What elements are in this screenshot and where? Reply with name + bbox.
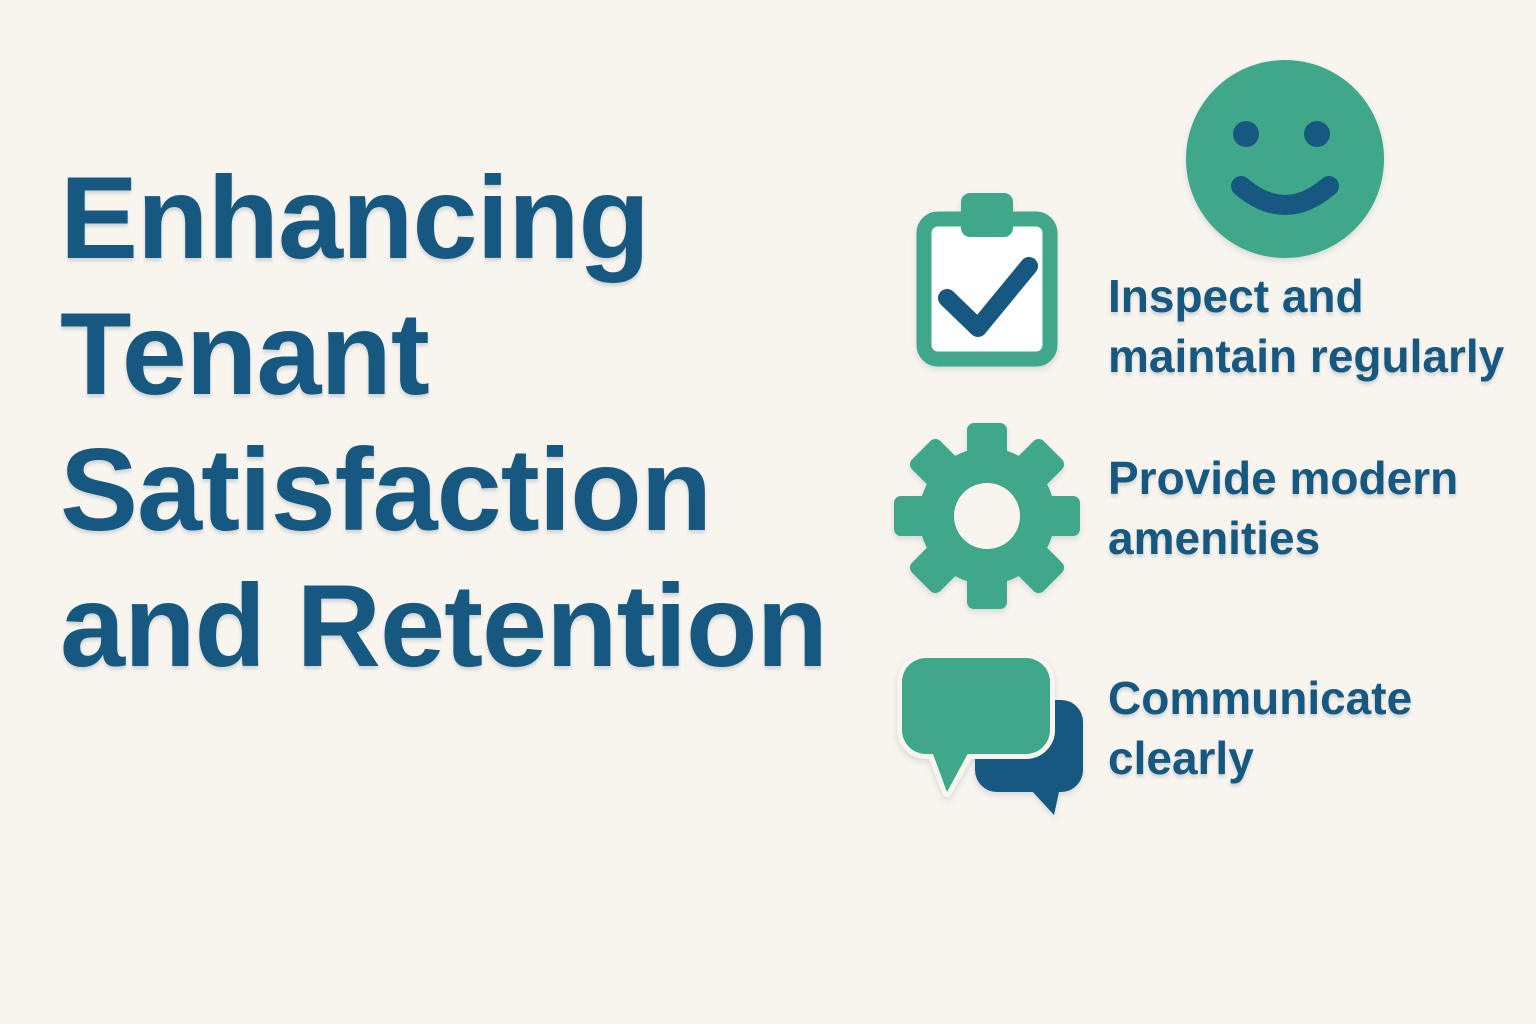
list-item-label-amenities: Provide modern amenities <box>1108 452 1459 564</box>
page-title-line-3: Satisfaction <box>60 424 712 555</box>
clipboard-check-icon <box>914 192 1060 372</box>
chat-bubbles-icon <box>896 648 1096 823</box>
page-title-line-1: Enhancing <box>60 152 650 283</box>
gear-icon <box>892 421 1082 611</box>
smiley-face-icon <box>1184 58 1386 260</box>
list-item-label-communicate: Communicate clearly <box>1108 672 1413 784</box>
list-item-label-inspect: Inspect and maintain regularly <box>1108 270 1505 382</box>
page-title-line-2: Tenant <box>60 288 430 419</box>
page-title: Enhancing Tenant Satisfaction and Retent… <box>60 150 920 694</box>
page-title-line-4: and Retention <box>60 560 828 691</box>
